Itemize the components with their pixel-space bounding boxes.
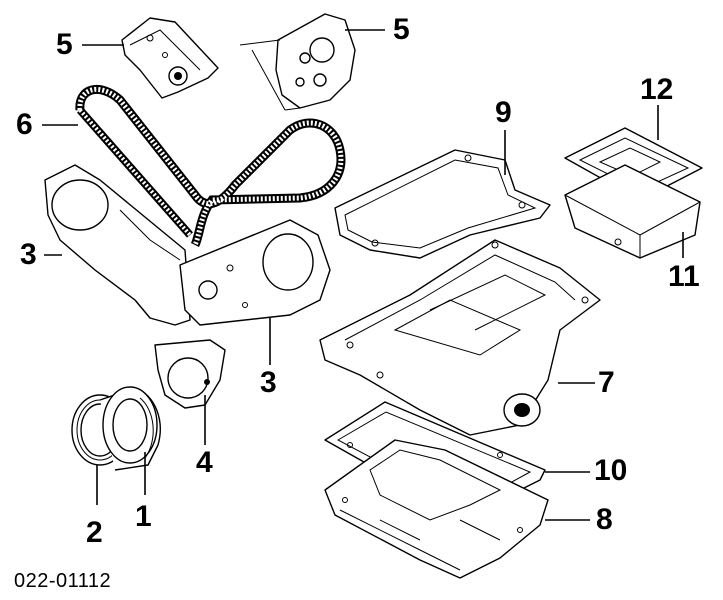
part-6-timing-belt bbox=[75, 85, 346, 248]
callout-3-left: 3 bbox=[20, 238, 37, 271]
callout-9: 9 bbox=[495, 96, 512, 129]
part-5-right-cover bbox=[239, 13, 356, 111]
callout-4: 4 bbox=[196, 446, 213, 479]
callout-6: 6 bbox=[16, 108, 33, 141]
reference-code: 022-01112 bbox=[14, 570, 112, 592]
callout-10: 10 bbox=[594, 454, 628, 487]
part-9-upper-gasket bbox=[334, 149, 551, 259]
callout-3-right: 3 bbox=[260, 366, 277, 399]
callout-1: 1 bbox=[135, 500, 152, 533]
part-11-baffle-tray bbox=[564, 164, 701, 259]
callout-5-left: 5 bbox=[56, 28, 73, 61]
callout-12: 12 bbox=[640, 73, 674, 106]
part-1-pulley bbox=[99, 386, 161, 471]
part-3-right-timing-cover bbox=[179, 219, 331, 326]
leader-lines bbox=[42, 29, 684, 521]
part-5-left-cover bbox=[121, 17, 219, 99]
callout-11: 11 bbox=[668, 260, 700, 293]
part-3-left-timing-cover bbox=[44, 164, 191, 326]
part-8-lower-oil-pan bbox=[324, 439, 549, 579]
callout-2: 2 bbox=[86, 516, 103, 549]
part-7-upper-oil-pan bbox=[319, 239, 601, 436]
callout-7: 7 bbox=[598, 366, 615, 399]
callout-8: 8 bbox=[596, 503, 613, 536]
part-4-seal-housing bbox=[154, 339, 226, 409]
callout-5-right: 5 bbox=[393, 13, 410, 46]
